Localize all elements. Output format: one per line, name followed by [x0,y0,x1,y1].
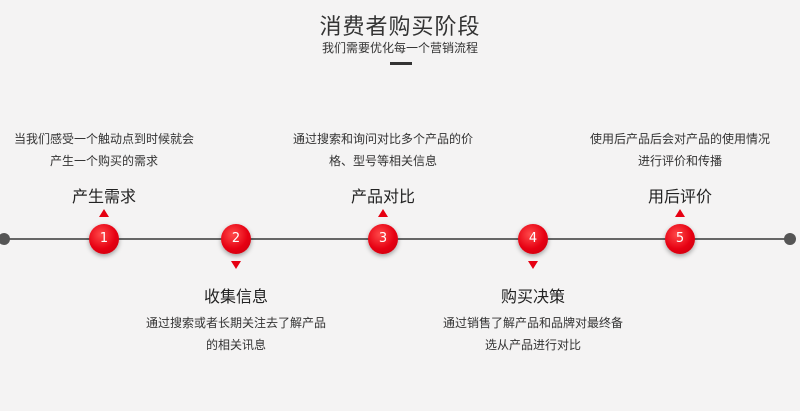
stage-4-desc-line1: 通过销售了解产品和品牌对最终备 [442,316,623,330]
stage-4-arrow-down-icon [528,261,538,269]
stage-5-arrow-up-icon [675,209,685,217]
stage-4-desc: 通过销售了解产品和品牌对最终备 选从产品进行对比 [433,312,633,356]
stage-1-desc-line2: 产生一个购买的需求 [49,154,158,168]
stage-5-desc: 使用后产品后会对产品的使用情况 进行评价和传播 [580,128,780,172]
stage-1-node: 1 [89,224,119,254]
stage-5-desc-line2: 进行评价和传播 [637,154,722,168]
stage-2-arrow-down-icon [231,261,241,269]
stage-2-desc-line2: 的相关讯息 [205,338,266,352]
timeline-start-dot [0,233,10,245]
stage-5-title: 用后评价 [647,187,712,206]
stage-4-title: 购买决策 [500,287,565,306]
timeline-end-dot [784,233,796,245]
stage-2-node: 2 [221,224,251,254]
stage-2-desc-line1: 通过搜索或者长期关注去了解产品 [145,316,326,330]
stage-4-node: 4 [518,224,548,254]
stage-2-title: 收集信息 [203,287,268,306]
stage-3-title: 产品对比 [350,187,415,206]
page-subtitle: 我们需要优化每一个营销流程 [321,41,478,55]
stage-1-title: 产生需求 [71,187,136,206]
stage-3-desc-line1: 通过搜索和询问对比多个产品的价 [292,132,473,146]
stage-5-desc-line1: 使用后产品后会对产品的使用情况 [589,132,770,146]
page-title: 消费者购买阶段 [319,15,481,40]
stage-4-desc-line2: 选从产品进行对比 [484,338,581,352]
stage-5-node: 5 [665,224,695,254]
stage-3-desc-line2: 格、型号等相关信息 [328,154,437,168]
title-underline [390,62,412,65]
stage-1-desc-line1: 当我们感受一个触动点到时候就会 [13,132,194,146]
stage-3-arrow-up-icon [378,209,388,217]
stage-2-desc: 通过搜索或者长期关注去了解产品 的相关讯息 [136,312,336,356]
stage-1-desc: 当我们感受一个触动点到时候就会 产生一个购买的需求 [4,128,204,172]
stage-3-desc: 通过搜索和询问对比多个产品的价 格、型号等相关信息 [283,128,483,172]
stage-1-arrow-up-icon [99,209,109,217]
stage-3-node: 3 [368,224,398,254]
